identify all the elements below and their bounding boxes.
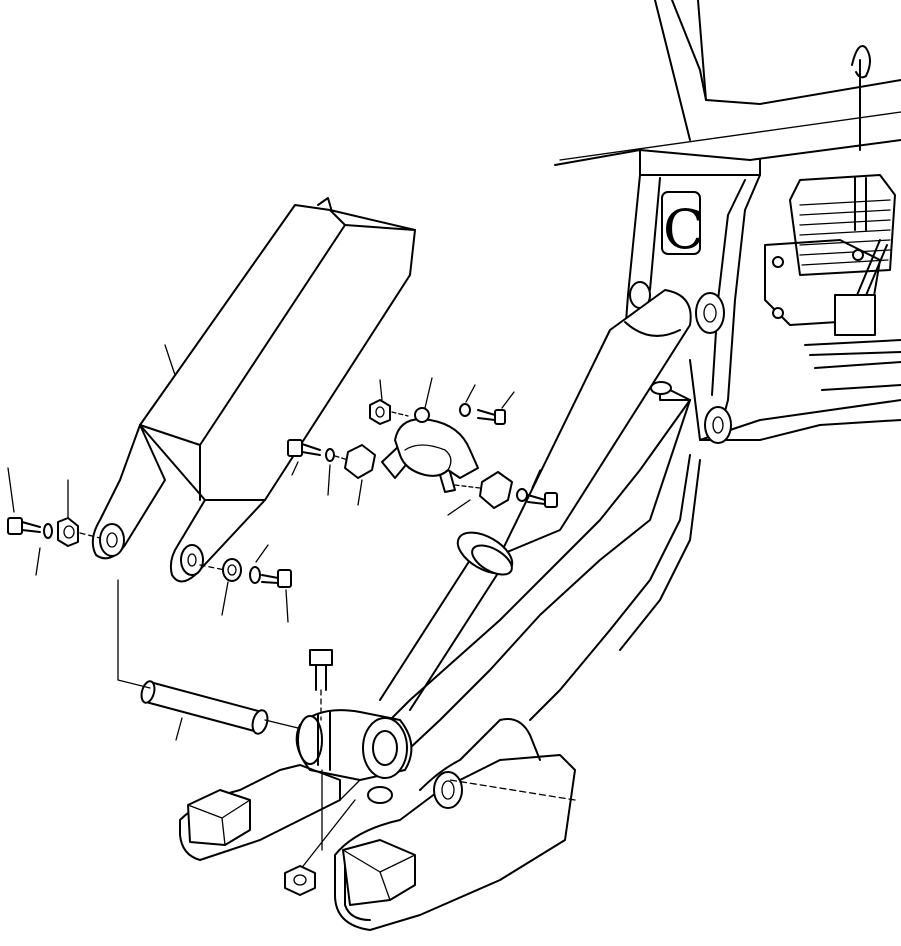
clamp-clip-right	[479, 471, 513, 509]
bolt-head-center-top	[494, 409, 506, 425]
bolt-head-left	[7, 517, 23, 535]
bolt-head-clevis	[277, 569, 292, 588]
nut-clevis	[222, 558, 242, 582]
hardware-vertical	[284, 649, 356, 896]
frame-boss-lower	[704, 406, 732, 444]
washer-center-left	[325, 448, 335, 462]
pivot-pin	[117, 579, 299, 741]
washer-center-right	[516, 488, 528, 502]
frame-letter: C	[663, 198, 704, 261]
pivot-bore	[297, 715, 323, 765]
machine-frame: C	[554, 0, 901, 444]
rod-loop	[851, 45, 871, 79]
washer-center-top	[459, 403, 471, 417]
bolt-head-vertical	[309, 649, 333, 666]
boom-arm	[295, 289, 701, 781]
nut-center-top	[369, 399, 391, 425]
clevis-left-hole	[99, 523, 125, 557]
track-frame	[334, 754, 576, 931]
washer-clevis	[249, 566, 261, 584]
boom-grease-fitting	[650, 381, 672, 395]
track-pad-front	[342, 839, 416, 906]
pin-body	[145, 681, 263, 733]
nut-left	[57, 517, 79, 547]
track-assembly	[179, 718, 576, 931]
nut-vertical	[284, 865, 316, 896]
track-boss	[433, 771, 463, 809]
pivot-nut-seat	[367, 786, 393, 804]
hardware-left	[7, 467, 101, 576]
clamp-top-nut	[414, 407, 430, 423]
swing-arm	[91, 197, 416, 583]
washer-left	[43, 523, 53, 539]
hardware-clevis-right	[199, 544, 292, 623]
hardware-clamp-assembly	[287, 377, 558, 516]
engine-block	[789, 174, 896, 276]
clamp-clip-left	[344, 444, 376, 479]
pin-end	[251, 709, 269, 735]
frame-boss-upper	[695, 292, 725, 334]
frame-plate	[661, 191, 701, 255]
cylinder-body	[499, 289, 692, 556]
bolt-head-center-right	[544, 492, 558, 508]
clevis-right-hole	[180, 544, 204, 576]
linkage-block	[834, 294, 876, 336]
bolt-head-center-left	[287, 439, 303, 457]
